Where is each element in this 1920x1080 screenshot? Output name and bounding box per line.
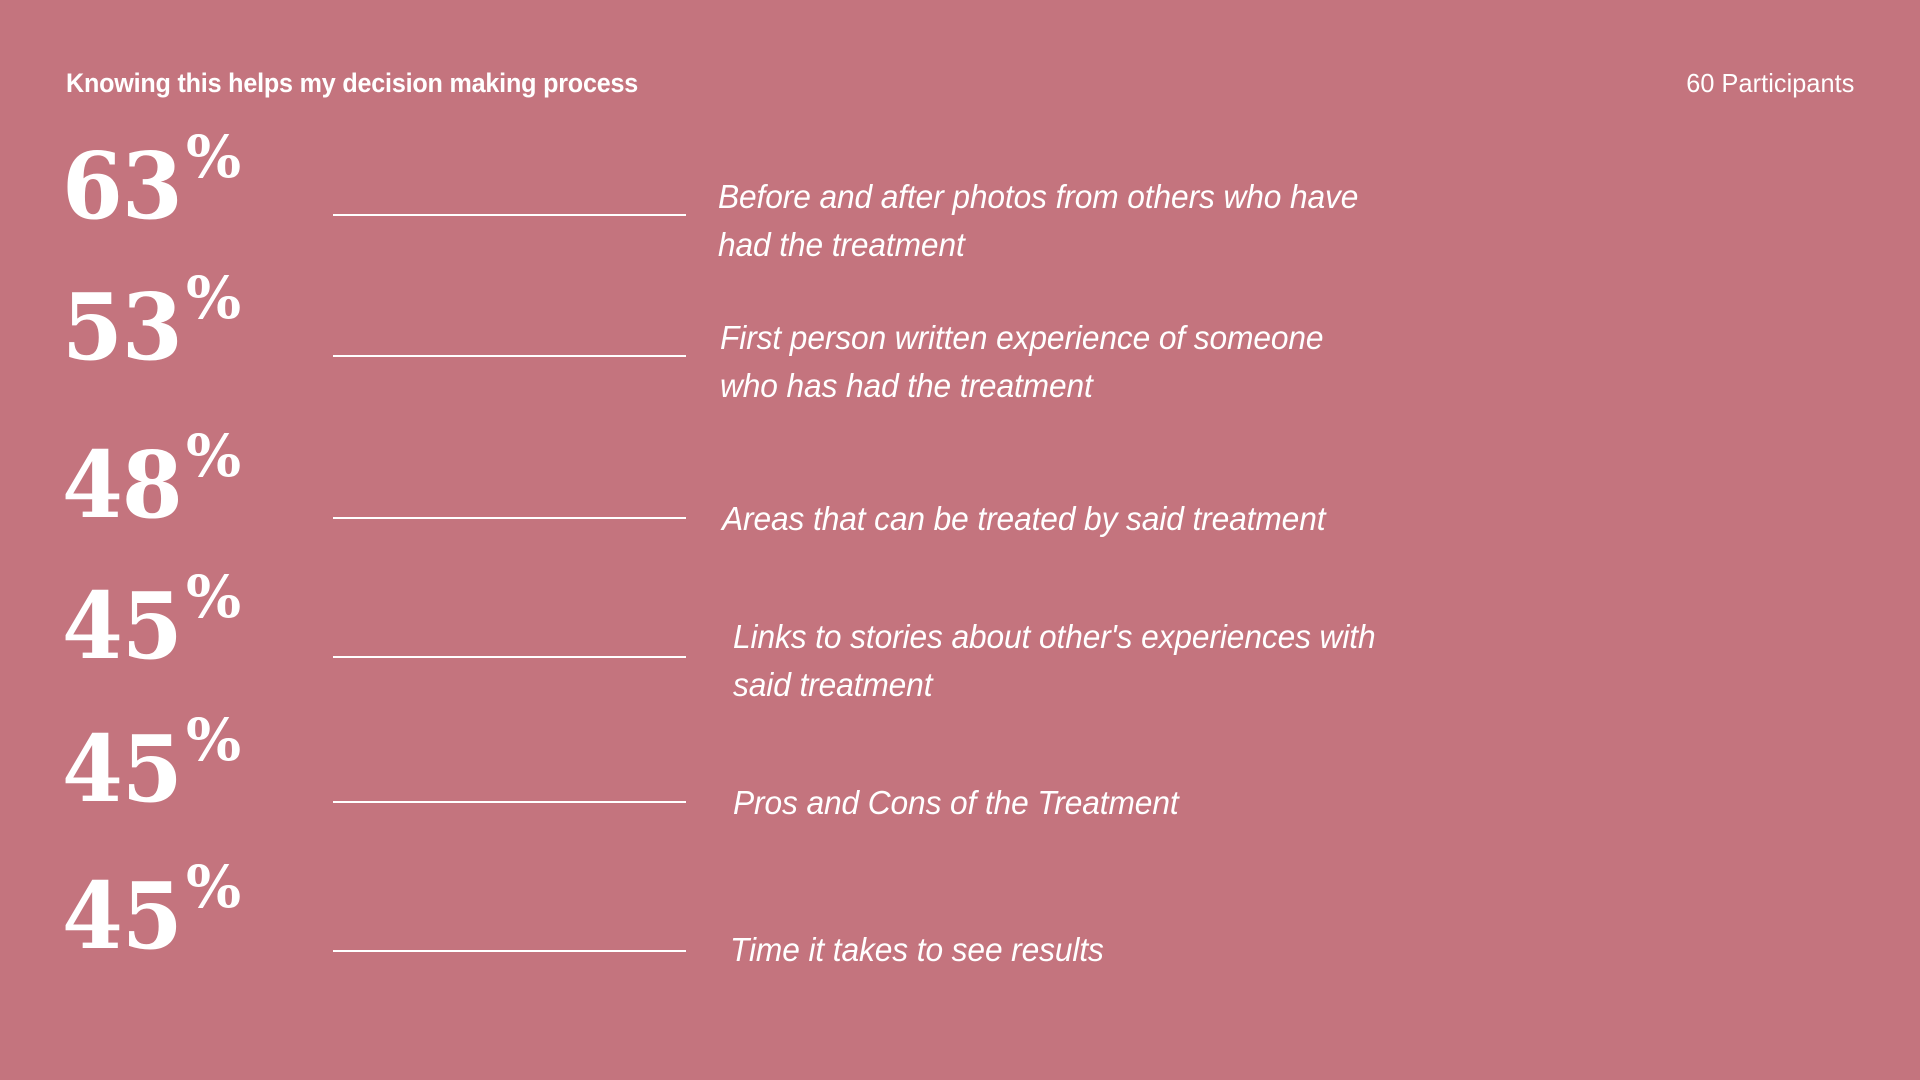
list-item: 63% Before and after photos from others … — [0, 128, 1920, 263]
percent-sign-icon: % — [186, 123, 241, 191]
percent-sign-icon: % — [186, 422, 241, 490]
stat-number: 45 — [62, 715, 183, 823]
connector-line — [333, 214, 686, 216]
connector-line — [333, 950, 686, 952]
stat-value: 45% — [62, 711, 242, 823]
stat-description: Areas that can be treated by said treatm… — [722, 500, 1326, 537]
percent-sign-icon: % — [186, 563, 241, 631]
connector-line — [333, 355, 686, 357]
header: Knowing this helps my decision making pr… — [66, 70, 1854, 110]
stat-value: 45% — [62, 568, 242, 680]
list-item: 48% Areas that can be treated by said tr… — [0, 427, 1920, 559]
stat-description: Time it takes to see results — [730, 931, 1104, 968]
percent-sign-icon: % — [186, 264, 241, 332]
connector-line — [333, 517, 686, 519]
list-item: 53% First person written experience of s… — [0, 269, 1920, 404]
stat-value: 63% — [62, 128, 242, 240]
stat-number: 45 — [62, 572, 183, 680]
stat-description: Before and after photos from others who … — [718, 178, 1359, 263]
stat-number: 63 — [62, 132, 183, 240]
connector-line — [333, 656, 686, 658]
stat-value: 53% — [62, 269, 242, 381]
list-item: 45% Pros and Cons of the Treatment — [0, 711, 1920, 843]
stat-value: 45% — [62, 858, 242, 970]
participants-count: 60 Participants — [1685, 68, 1854, 98]
stat-description: First person written experience of someo… — [720, 319, 1324, 404]
stat-number: 53 — [62, 273, 183, 381]
stat-description: Links to stories about other's experienc… — [733, 618, 1376, 703]
stat-number: 48 — [62, 431, 183, 539]
stat-number: 45 — [62, 862, 183, 970]
connector-line — [333, 801, 686, 803]
page-title: Knowing this helps my decision making pr… — [66, 68, 639, 98]
percent-sign-icon: % — [186, 706, 241, 774]
list-item: 45% Time it takes to see results — [0, 858, 1920, 990]
stat-description: Pros and Cons of the Treatment — [733, 784, 1179, 821]
percent-sign-icon: % — [186, 853, 241, 921]
stat-value: 48% — [62, 427, 242, 539]
list-item: 45% Links to stories about other's exper… — [0, 568, 1920, 703]
